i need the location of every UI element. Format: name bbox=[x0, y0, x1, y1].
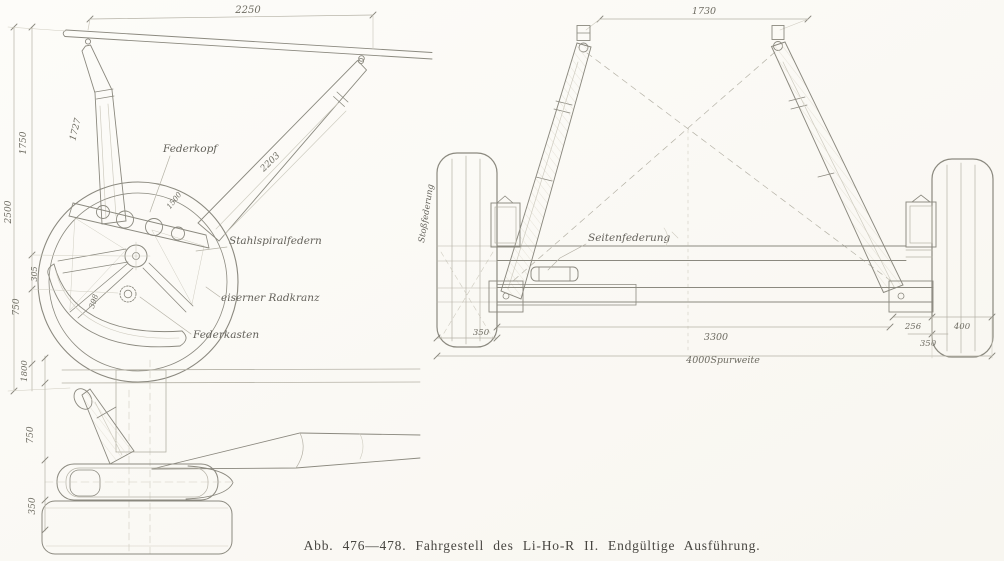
left-axle-bracket bbox=[488, 280, 524, 313]
dim-4000-spurweite-label: 4000Spurweite bbox=[685, 355, 760, 366]
dim-1730-label: 1730 bbox=[692, 6, 716, 17]
side-view-dimension-chains: 1750 2500 305 750 bbox=[4, 23, 125, 395]
right-axle-bracket bbox=[888, 280, 934, 313]
dim-2500-label: 2500 bbox=[4, 200, 14, 224]
label-stahlspiralfedern: Stahlspiralfedern bbox=[229, 235, 322, 247]
dim-1750-label: 1750 bbox=[19, 131, 29, 154]
label-radkranz: eiserner Radkranz bbox=[221, 292, 320, 304]
left-spring-box bbox=[490, 195, 521, 248]
swing-arm bbox=[47, 263, 187, 348]
lower-gear-hub bbox=[119, 285, 137, 303]
front-view-right-wheel bbox=[931, 158, 994, 358]
dim-398-label: 398 bbox=[87, 293, 100, 310]
dim-400-label: 400 bbox=[953, 322, 971, 332]
faint-sketch-mark bbox=[663, 227, 679, 247]
dim-350-right-label: 350 bbox=[920, 339, 937, 349]
dim-256-label: 256 bbox=[904, 322, 922, 332]
front-view-left-strut bbox=[500, 42, 592, 300]
dim-2250-label: 2250 bbox=[234, 5, 261, 16]
dim-350-plan-label: 350 bbox=[28, 497, 38, 514]
dim-1730: 1730 bbox=[585, 6, 812, 31]
wheel-hub bbox=[121, 241, 151, 271]
seitenfederung-spring bbox=[530, 266, 579, 282]
front-view-bottom-dimensions: 350 3300 4000Spurweite 256 400 350 bbox=[433, 313, 996, 366]
dim-750-plan-label: 750 bbox=[26, 426, 36, 443]
front-view-left-wheel bbox=[436, 152, 498, 348]
front-view-right-strut bbox=[770, 41, 904, 294]
plan-view-wheel-assembly: 1800 750 350 bbox=[20, 354, 421, 557]
plan-dimension-chain: 1800 750 350 bbox=[20, 354, 49, 534]
front-view-chassis: 1730 bbox=[417, 6, 996, 366]
plan-front-strut bbox=[73, 388, 135, 465]
wheel-rim bbox=[37, 181, 239, 383]
dim-1800-label: 1800 bbox=[20, 360, 30, 382]
bracing-wires bbox=[512, 51, 892, 353]
spring-head-circles bbox=[96, 205, 185, 241]
dim-750-label: 750 bbox=[12, 298, 22, 315]
dim-2250: 2250 bbox=[86, 5, 377, 50]
plan-tire-footprint bbox=[41, 500, 233, 555]
plan-spring-box bbox=[115, 369, 167, 453]
dim-3300-label: 3300 bbox=[704, 332, 728, 343]
wheel-spring-frame bbox=[47, 202, 210, 348]
label-federkasten: Federkasten bbox=[192, 329, 259, 341]
label-federkopf: Federkopf bbox=[162, 143, 219, 155]
label-seitenfederung: Seitenfederung bbox=[588, 232, 671, 244]
figure-caption: Abb. 476—478. Fahrgestell des Li-Ho-R II… bbox=[304, 538, 761, 553]
dim-305-label: 305 bbox=[30, 266, 39, 281]
dim-350-left-label: 350 bbox=[473, 328, 490, 338]
plan-wheel-top bbox=[44, 463, 237, 501]
axle-assembly bbox=[488, 194, 937, 313]
right-spring-box bbox=[905, 194, 937, 248]
